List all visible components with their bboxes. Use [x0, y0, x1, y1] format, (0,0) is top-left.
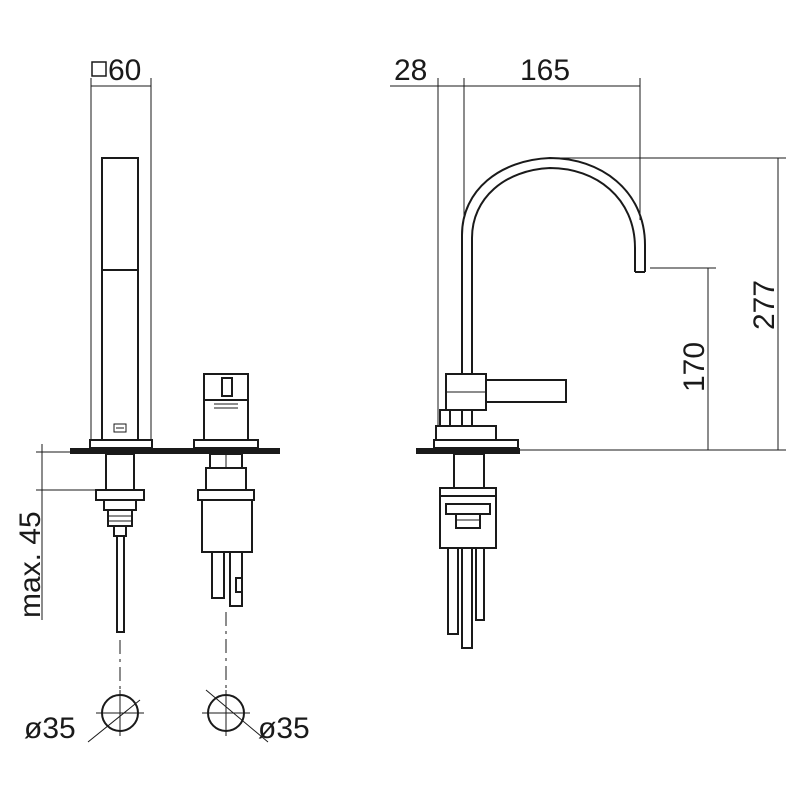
- dim-hole-right: ø35: [258, 712, 310, 745]
- countertop-plate: [70, 448, 280, 454]
- dim-spout-height: 170: [678, 342, 711, 392]
- dim-lever-offset: 28: [394, 54, 427, 87]
- dim-body-width: 60: [108, 54, 141, 87]
- dim-total-height: 277: [748, 280, 781, 330]
- total-height-dimension: 277: [552, 157, 786, 450]
- spout-height-dimension: 170: [520, 267, 786, 451]
- front-view-valve: ø35: [193, 373, 310, 745]
- dim-hole-left: ø35: [24, 712, 76, 745]
- dim-counter-thickness: max. 45: [14, 511, 47, 618]
- countertop-plate-side: [416, 448, 520, 454]
- counter-thickness-dimension: max. 45: [14, 444, 106, 620]
- brand-mark-icon: [113, 423, 127, 433]
- front-view-spout: 60 ø35: [24, 54, 280, 745]
- dim-spout-reach: 165: [520, 54, 570, 87]
- side-view-faucet: 28 165: [390, 54, 646, 649]
- square-symbol-icon: [91, 61, 107, 77]
